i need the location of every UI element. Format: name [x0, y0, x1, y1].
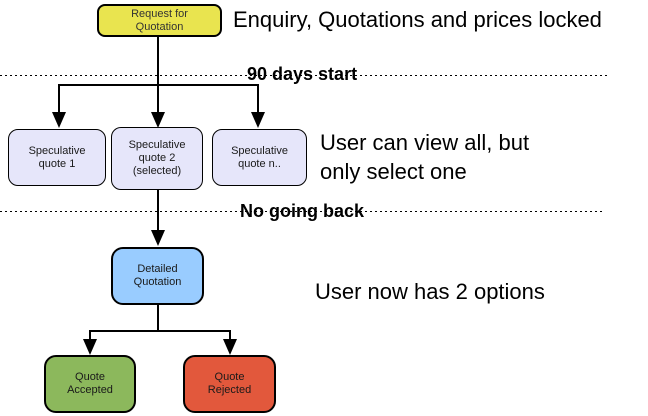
- note-user-two-options: User now has 2 options: [315, 279, 545, 304]
- note-line: User can view all, but: [320, 130, 530, 155]
- connector-detailed-to-branch: [157, 305, 159, 332]
- node-label-line: Rejected: [207, 384, 252, 396]
- node-quote-rejected: Quote Rejected: [183, 355, 276, 413]
- connector-branch-to-spec1: [58, 84, 60, 113]
- arrowhead-spec2-icon: [151, 112, 165, 128]
- note-enquiry-quotations-locked: Enquiry, Quotations and prices locked: [233, 7, 602, 32]
- arrowhead-accepted-icon: [83, 339, 97, 355]
- node-label-line: Speculative: [231, 144, 288, 157]
- node-label-line: (selected): [132, 165, 182, 177]
- node-label-line: Accepted: [67, 384, 113, 396]
- arrowhead-detailed-icon: [151, 230, 165, 246]
- milestone-dotted-line-1: [0, 75, 607, 76]
- node-label-line: Quote: [214, 371, 245, 383]
- connector-branch-to-accepted: [89, 330, 91, 340]
- connector-request-to-branch: [157, 37, 159, 85]
- connector-branch-bottom-horizontal: [89, 330, 231, 332]
- node-label-line: Speculative: [128, 139, 186, 151]
- arrowhead-spec1-icon: [52, 112, 66, 128]
- arrowhead-rejected-icon: [223, 339, 237, 355]
- note-user-can-view-all: User can view all, but only select one: [320, 128, 529, 186]
- milestone-label-90-days-start: 90 days start: [247, 64, 358, 84]
- node-quote-accepted: Quote Accepted: [44, 355, 136, 413]
- node-label-line: quote 1: [38, 157, 76, 170]
- node-label-line: Quotation: [133, 276, 182, 288]
- connector-branch-to-rejected: [229, 330, 231, 340]
- node-speculative-quote-n: Speculative quote n..: [212, 129, 307, 186]
- node-label-line: Quote: [75, 371, 105, 383]
- node-detailed-quotation: Detailed Quotation: [111, 247, 204, 305]
- connector-branch-to-spec2: [157, 84, 159, 113]
- connector-branch-to-specn: [257, 84, 259, 113]
- node-label-line: quote 2: [138, 152, 176, 164]
- node-label-line: Request for: [131, 7, 188, 20]
- node-label-line: Quotation: [135, 20, 184, 33]
- node-label-line: Detailed: [137, 263, 178, 275]
- node-request-for-quotation: Request for Quotation: [97, 4, 222, 37]
- node-speculative-quote-1: Speculative quote 1: [8, 129, 106, 186]
- node-label-line: quote n..: [238, 157, 281, 170]
- connector-spec2-to-detailed: [157, 190, 159, 230]
- arrowhead-specn-icon: [251, 112, 265, 128]
- milestone-dotted-line-2: [0, 211, 605, 212]
- note-line: only select one: [320, 159, 467, 184]
- milestone-label-no-going-back: No going back: [240, 201, 365, 221]
- node-label-line: Speculative: [28, 144, 86, 157]
- node-speculative-quote-2-selected: Speculative quote 2 (selected): [111, 127, 203, 190]
